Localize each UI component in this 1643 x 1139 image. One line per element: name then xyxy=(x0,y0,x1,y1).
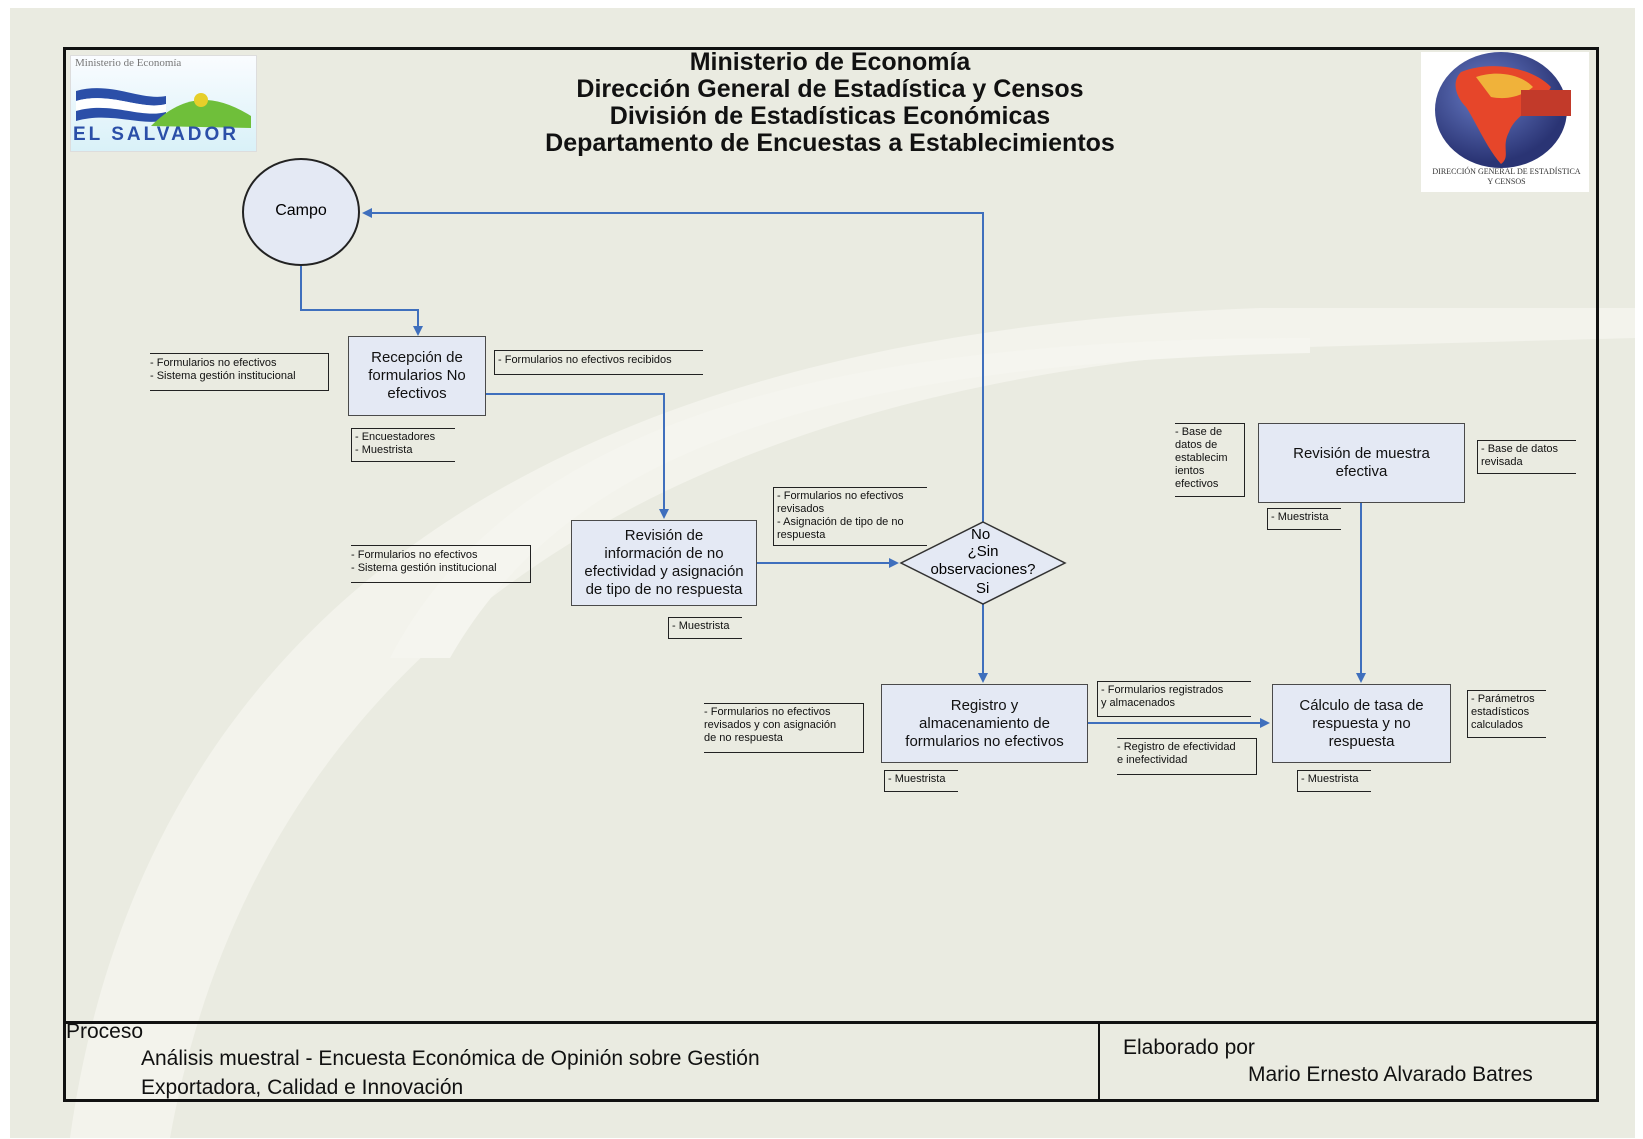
revision-outputs: - Formularios no efectivos revisados - A… xyxy=(773,487,927,546)
diagram-frame xyxy=(63,47,1599,1102)
arrow-decision-no-to-campo xyxy=(362,208,984,526)
logo-country-text: EL SALVADOR xyxy=(73,124,240,145)
footer-elaborado-name: Mario Ernesto Alvarado Batres xyxy=(1248,1063,1533,1086)
footer-divider xyxy=(1098,1022,1100,1102)
header-direction: Dirección General de Estadística y Censo… xyxy=(576,75,1084,103)
header-ministry: Ministerio de Economía xyxy=(689,48,971,76)
globe-icon xyxy=(1435,52,1571,168)
registro-resources: - Muestrista xyxy=(884,770,958,792)
footer-elaborado-label: Elaborado por xyxy=(1123,1036,1255,1059)
footer-proceso-line1: Análisis muestral - Encuesta Económica d… xyxy=(141,1047,760,1070)
decision-question: ¿Sin observaciones? xyxy=(930,543,1036,578)
digestyc-caption: DIRECCIÓN GENERAL DE ESTADÍSTICA Y CENSO… xyxy=(1432,167,1581,186)
registro-node: Registro y almacenamiento de formularios… xyxy=(881,684,1088,763)
header-division: División de Estadísticas Económicas xyxy=(609,102,1051,130)
calculo-resources: - Muestrista xyxy=(1297,770,1371,792)
decision-node-shape xyxy=(899,521,1067,605)
revision-muestra-resources: - Muestrista xyxy=(1267,508,1341,530)
arrow-campo-to-recepcion xyxy=(300,266,423,336)
calculo-outputs: - Parámetros estadísticos calculados xyxy=(1467,690,1546,738)
flag-icon xyxy=(76,88,251,128)
registro-outputs: - Formularios registrados y almacenados xyxy=(1097,681,1251,717)
registro-efectividad: - Registro de efectividad e inefectivida… xyxy=(1117,738,1257,775)
revision-muestra-inputs: - Base de datos de establecim ientos efe… xyxy=(1175,423,1245,497)
recepcion-inputs: - Formularios no efectivos - Sistema ges… xyxy=(150,353,329,391)
background-swoosh xyxy=(70,308,1635,1138)
decision-si-label: Si xyxy=(976,580,990,597)
revision-inputs: - Formularios no efectivos - Sistema ges… xyxy=(351,545,531,583)
campo-node-shape xyxy=(242,158,360,266)
recepcion-node: Recepción de formularios No efectivos xyxy=(348,336,486,416)
digestyc-logo: DIRECCIÓN GENERAL DE ESTADÍSTICA Y CENSO… xyxy=(1421,52,1589,192)
revision-info-node: Revisión de información de no efectivida… xyxy=(571,520,757,606)
revision-muestra-outputs: - Base de datos revisada xyxy=(1477,440,1576,474)
registro-inputs: - Formularios no efectivos revisados y c… xyxy=(704,703,864,753)
footer-top-line xyxy=(63,1021,1599,1024)
arrow-recepcion-to-revision xyxy=(486,393,669,519)
el-salvador-logo: Ministerio de Economía EL SALVADOR xyxy=(70,55,257,152)
header-department: Departamento de Encuestas a Establecimie… xyxy=(545,129,1115,157)
calculo-node: Cálculo de tasa de respuesta y no respue… xyxy=(1272,684,1451,763)
decision-no-label: No xyxy=(971,526,991,543)
revision-muestra-node: Revisión de muestra efectiva xyxy=(1258,423,1465,503)
campo-node: Campo xyxy=(275,202,327,219)
recepcion-outputs: - Formularios no efectivos recibidos xyxy=(494,350,703,375)
recepcion-resources: - Encuestadores - Muestrista xyxy=(351,428,455,462)
revision-resources: - Muestrista xyxy=(668,617,742,639)
logo-ministry-text: Ministerio de Economía xyxy=(75,57,182,69)
footer-proceso-label: Proceso xyxy=(66,1020,144,1043)
footer-proceso-line2: Exportadora, Calidad e Innovación xyxy=(141,1076,464,1099)
